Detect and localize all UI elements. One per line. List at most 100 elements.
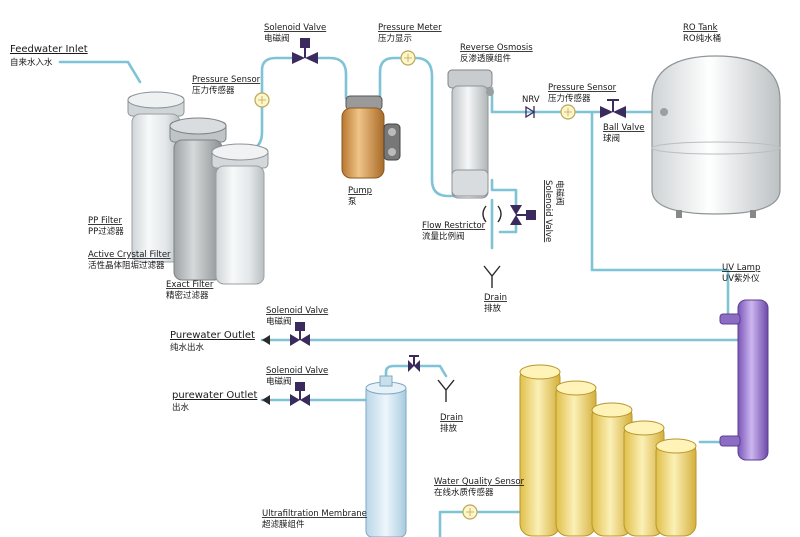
post-filter-1: [519, 364, 561, 537]
label-pressure-sensor-right: Pressure Sensor 压力传感器: [548, 83, 617, 104]
solenoid-valve-mid-cn: 电磁阀: [266, 316, 292, 327]
pressure-sensor-left-en: Pressure Sensor: [192, 75, 261, 85]
label-pump: Pump 泵: [348, 186, 372, 207]
pump-cn: 泵: [348, 197, 357, 207]
pump-unit: [341, 95, 401, 179]
solenoid-valve-top-icon: [292, 38, 318, 64]
reverse-osmosis-en: Reverse Osmosis: [460, 43, 533, 53]
water-quality-sensor-gauge: [462, 504, 478, 520]
label-purewater-outlet-2: purewater Outlet 出水: [172, 390, 257, 413]
ro-tank-cn: RO纯水桶: [683, 33, 721, 44]
solenoid-valve-vertical-cn: 电磁阀: [554, 180, 565, 206]
drain-low-icon: [437, 379, 455, 402]
label-solenoid-valve-mid: Solenoid Valve 电磁阀: [266, 306, 328, 327]
purewater-outlet-cn: 纯水出水: [170, 342, 205, 353]
pressure-meter-en: Pressure Meter: [378, 23, 442, 33]
solenoid-valve-mid-icon: [290, 322, 310, 346]
pre-filter-group: [127, 91, 269, 285]
exact-filter-cn: 精密过滤器: [166, 290, 209, 301]
pump-en: Pump: [348, 186, 372, 196]
pp-filter-cn: PP过滤器: [88, 226, 124, 237]
pp-filter-en: PP Filter: [88, 216, 123, 226]
pressure-sensor-left-cn: 压力传感器: [192, 85, 235, 96]
post-filter-group: [519, 364, 697, 537]
ultrafiltration-membrane-cn: 超滤膜组件: [262, 519, 305, 530]
label-drain-low: Drain 排放: [440, 413, 463, 434]
purewater-outlet-arrow: [262, 335, 270, 345]
label-nrv: NRV: [522, 95, 540, 105]
ro-tank-en: RO Tank: [683, 23, 718, 33]
drain-low-cn: 排放: [440, 423, 458, 434]
label-water-quality-sensor: Water Quality Sensor 在线水质传感器: [434, 477, 525, 498]
active-crystal-filter-en: Active Crystal Filter: [88, 250, 171, 260]
flow-restrictor-cn: 流量比例阀: [422, 231, 465, 242]
solenoid-valve-top-en: Solenoid Valve: [264, 23, 326, 33]
label-solenoid-valve-vertical: Solenoid Valve 电磁阀: [543, 180, 565, 242]
solenoid-valve-low-en: Solenoid Valve: [266, 366, 328, 376]
ball-valve-en: Ball Valve: [603, 123, 644, 133]
uv-lamp-cn: UV紫外仪: [722, 273, 760, 284]
flow-restrictor-en: Flow Restrictor: [422, 221, 486, 231]
label-solenoid-valve-top: Solenoid Valve 电磁阀: [264, 23, 326, 44]
solenoid-valve-low-icon: [290, 382, 310, 406]
nrv-en: NRV: [522, 95, 540, 105]
pressure-meter-cn: 压力显示: [378, 33, 412, 44]
uv-lamp-unit: [719, 299, 769, 461]
pressure-meter-gauge: [400, 50, 416, 66]
post-filter-5: [655, 438, 697, 537]
pressure-sensor-right-gauge: [560, 104, 576, 120]
label-ro-tank: RO Tank RO纯水桶: [683, 23, 721, 44]
label-exact-filter: Exact Filter 精密过滤器: [166, 280, 214, 301]
feedwater-inlet-en: Feedwater Inlet: [10, 44, 88, 55]
label-pp-filter: PP Filter PP过滤器: [88, 216, 124, 237]
pp-filter-housing: [127, 91, 185, 263]
uv-lamp-en: UV Lamp: [722, 263, 760, 273]
flow-restrictor-icon: [482, 205, 502, 223]
active-crystal-filter-housing: [169, 117, 227, 281]
label-reverse-osmosis: Reverse Osmosis 反渗透膜组件: [460, 43, 533, 64]
purewater-outlet-en: Purewater Outlet: [170, 330, 255, 341]
solenoid-valve-vertical-en: Solenoid Valve: [543, 180, 553, 242]
exact-filter-housing: [211, 143, 269, 285]
water-quality-sensor-en: Water Quality Sensor: [434, 477, 525, 487]
exact-filter-en: Exact Filter: [166, 280, 214, 290]
label-active-crystal-filter: Active Crystal Filter 活性晶体阻垢过滤器: [88, 250, 171, 271]
ro-tank: [651, 55, 781, 218]
label-pressure-sensor-left: Pressure Sensor 压力传感器: [192, 75, 261, 96]
label-drain-top: Drain 排放: [484, 293, 507, 314]
solenoid-valve-mid-en: Solenoid Valve: [266, 306, 328, 316]
solenoid-valve-top-cn: 电磁阀: [264, 33, 290, 44]
label-flow-restrictor: Flow Restrictor 流量比例阀: [422, 221, 486, 242]
water-quality-sensor-cn: 在线水质传感器: [434, 487, 494, 498]
ultrafiltration-membrane-vessel: [365, 375, 407, 537]
ball-valve-icon: [600, 99, 626, 118]
feedwater-inlet-cn: 自来水入水: [10, 57, 53, 68]
label-feedwater-inlet: Feedwater Inlet 自来水入水: [10, 44, 88, 68]
label-solenoid-valve-low: Solenoid Valve 电磁阀: [266, 366, 328, 387]
label-ultrafiltration-membrane: Ultrafiltration Membrane 超滤膜组件: [262, 509, 367, 530]
ultrafiltration-membrane-en: Ultrafiltration Membrane: [262, 509, 367, 519]
pressure-sensor-left-gauge: [254, 92, 270, 108]
post-filter-2: [555, 380, 597, 537]
drain-top-cn: 排放: [484, 303, 502, 314]
purewater-outlet-2-cn: 出水: [172, 402, 190, 413]
post-filter-3: [591, 402, 633, 537]
manual-valve-drain-icon: [408, 355, 420, 372]
ball-valve-cn: 球阀: [603, 133, 620, 144]
purewater-outlet-2-en: purewater Outlet: [172, 390, 257, 401]
active-crystal-filter-cn: 活性晶体阻垢过滤器: [88, 260, 165, 271]
pressure-sensor-right-cn: 压力传感器: [548, 93, 591, 104]
label-ball-valve: Ball Valve 球阀: [603, 123, 644, 144]
drain-top-en: Drain: [484, 293, 507, 303]
reverse-osmosis-cn: 反渗透膜组件: [460, 53, 512, 64]
label-pressure-meter: Pressure Meter 压力显示: [378, 23, 442, 44]
drain-top-icon: [483, 265, 501, 288]
pressure-sensor-right-en: Pressure Sensor: [548, 83, 617, 93]
solenoid-valve-vertical-icon: [510, 205, 536, 225]
label-purewater-outlet: Purewater Outlet 纯水出水: [170, 330, 255, 353]
nrv-check-valve-icon: [525, 105, 536, 119]
solenoid-valve-low-cn: 电磁阀: [266, 376, 292, 387]
label-uv-lamp: UV Lamp UV紫外仪: [722, 263, 760, 284]
purewater-outlet-2-arrow: [262, 395, 270, 405]
